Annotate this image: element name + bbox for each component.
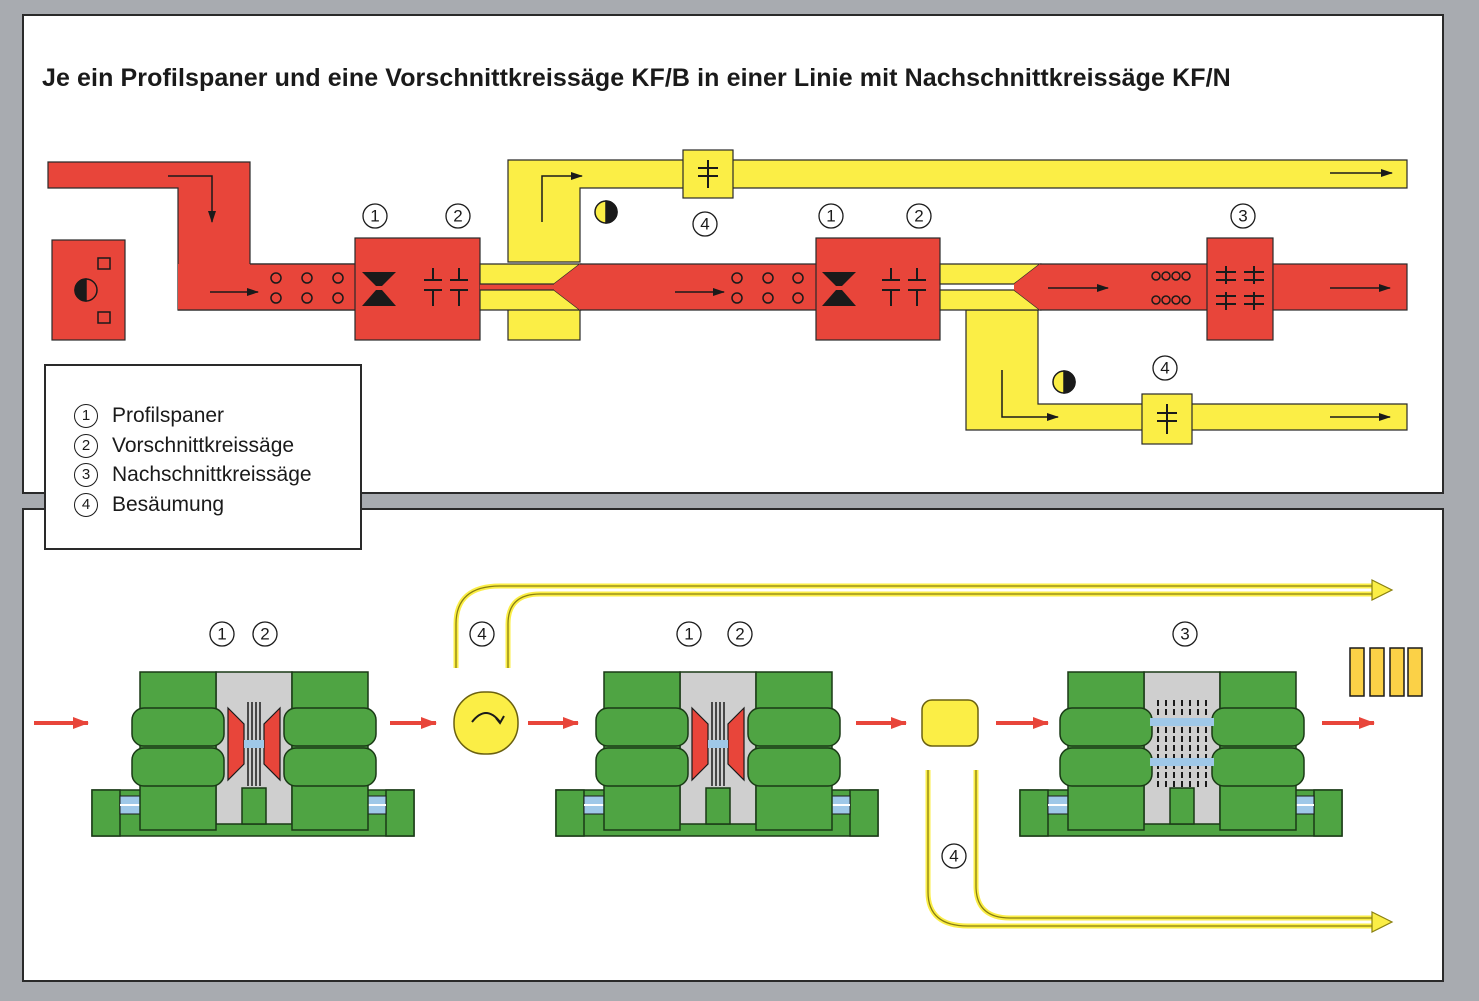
- legend-item: 2 Vorschnittkreissäge: [74, 434, 294, 458]
- resaw-symbol: [1216, 266, 1264, 310]
- main-line-1: [178, 264, 358, 310]
- chipper-saw-machine: [555, 671, 879, 837]
- legend-number: 2: [74, 434, 98, 458]
- step-label-four: 4: [949, 847, 958, 866]
- legend-text: Besäumung: [112, 493, 225, 516]
- legend-item: 1 Profilspaner: [74, 404, 224, 428]
- step-label-three: 3: [1180, 625, 1189, 644]
- legend-text: Nachschnittkreissäge: [112, 463, 312, 486]
- step-label-two: 2: [260, 625, 269, 644]
- trimmer-symbol: [698, 160, 1177, 434]
- page-title: Je ein Profilspaner und eine Vorschnittk…: [42, 64, 1231, 92]
- machine-block-3: [1206, 237, 1274, 341]
- legend-number: 1: [74, 404, 98, 428]
- chipper-symbol-2: [822, 272, 856, 306]
- flow-arrows: [168, 169, 1393, 421]
- step-label-one: 1: [370, 207, 379, 226]
- resaw-machine: [1019, 671, 1343, 837]
- step-label-four: 4: [700, 215, 709, 234]
- trimmer-block: [921, 699, 979, 747]
- step-label-two: 2: [453, 207, 462, 226]
- step-label-one: 1: [684, 625, 693, 644]
- chipper-saw-machine: [91, 671, 415, 837]
- step-labels-bottom: [209, 621, 1198, 869]
- half-circle-icon: [594, 200, 618, 224]
- trimmer-drum: [453, 691, 519, 755]
- trim-curves: [453, 583, 1380, 929]
- legend-number: 4: [74, 493, 98, 517]
- legend-text: Profilspaner: [112, 404, 225, 427]
- legend-item: 4 Besäumung: [74, 493, 224, 517]
- step-label-three: 3: [1238, 207, 1247, 226]
- roller-group-3: [1151, 271, 1191, 305]
- main-line-3: [1014, 264, 1207, 310]
- step-labels-top: [362, 203, 1256, 381]
- legend-text: Vorschnittkreissäge: [112, 434, 295, 457]
- legend: 1 Profilspaner 2 Vorschnittkreissäge 3 N…: [44, 364, 362, 550]
- legend-number: 3: [74, 463, 98, 487]
- step-label-four: 4: [477, 625, 486, 644]
- step-label-two: 2: [914, 207, 923, 226]
- legend-item: 3 Nachschnittkreissäge: [74, 463, 312, 487]
- chipper-symbol-1: [362, 272, 396, 306]
- step-label-four: 4: [1160, 359, 1169, 378]
- outfeed-line: [1272, 263, 1408, 311]
- saw-symbol-2: [882, 268, 926, 306]
- saw-symbol-1: [424, 268, 468, 306]
- roller-group-1: [270, 272, 344, 304]
- step-label-two: 2: [735, 625, 744, 644]
- roller-group-2: [731, 272, 804, 304]
- step-label-one: 1: [826, 207, 835, 226]
- step-label-one: 1: [217, 625, 226, 644]
- control-symbol: [74, 257, 111, 324]
- main-line-2: [554, 264, 816, 310]
- half-circle-icon: [1052, 370, 1076, 394]
- output-boards: [1349, 647, 1423, 697]
